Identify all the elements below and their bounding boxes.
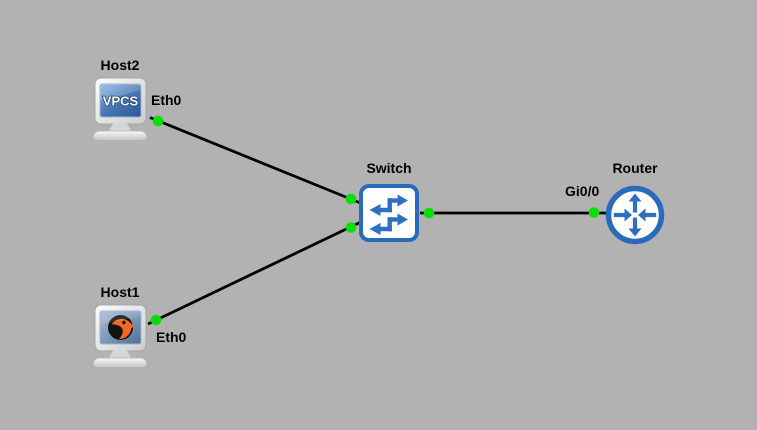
- node-host2[interactable]: VPCS: [88, 77, 152, 141]
- port-status-dot-host1-eth0: [150, 314, 162, 326]
- node-label-switch[interactable]: Switch: [366, 160, 412, 176]
- ethernet-switch-icon: [359, 184, 419, 242]
- port-label-host1-eth0[interactable]: Eth0: [156, 329, 187, 345]
- port-label-router-gi00[interactable]: Gi0/0: [565, 183, 600, 199]
- node-label-host1[interactable]: Host1: [100, 284, 140, 300]
- port-status-dot-host2-eth0: [152, 115, 164, 127]
- node-host1[interactable]: [88, 304, 152, 368]
- link-host2-switch[interactable]: [149, 116, 364, 206]
- qemu-computer-icon: [92, 304, 148, 368]
- node-switch[interactable]: [359, 184, 419, 242]
- port-status-dot-switch-port2: [345, 222, 357, 233]
- vpcs-computer-icon: VPCS: [92, 77, 148, 141]
- vpcs-screen-text: VPCS: [103, 94, 139, 109]
- qemu-logo: [108, 315, 135, 340]
- node-label-router[interactable]: Router: [612, 160, 658, 176]
- node-router[interactable]: [605, 185, 665, 245]
- router-icon: [605, 185, 665, 245]
- port-status-dot-router-gi00: [588, 207, 600, 218]
- link-host1-switch[interactable]: [147, 219, 364, 326]
- port-status-dot-switch-port1: [345, 193, 357, 205]
- port-status-dot-switch-port3: [423, 207, 435, 219]
- port-label-host2-eth0[interactable]: Eth0: [151, 92, 182, 108]
- node-label-host2[interactable]: Host2: [100, 57, 140, 73]
